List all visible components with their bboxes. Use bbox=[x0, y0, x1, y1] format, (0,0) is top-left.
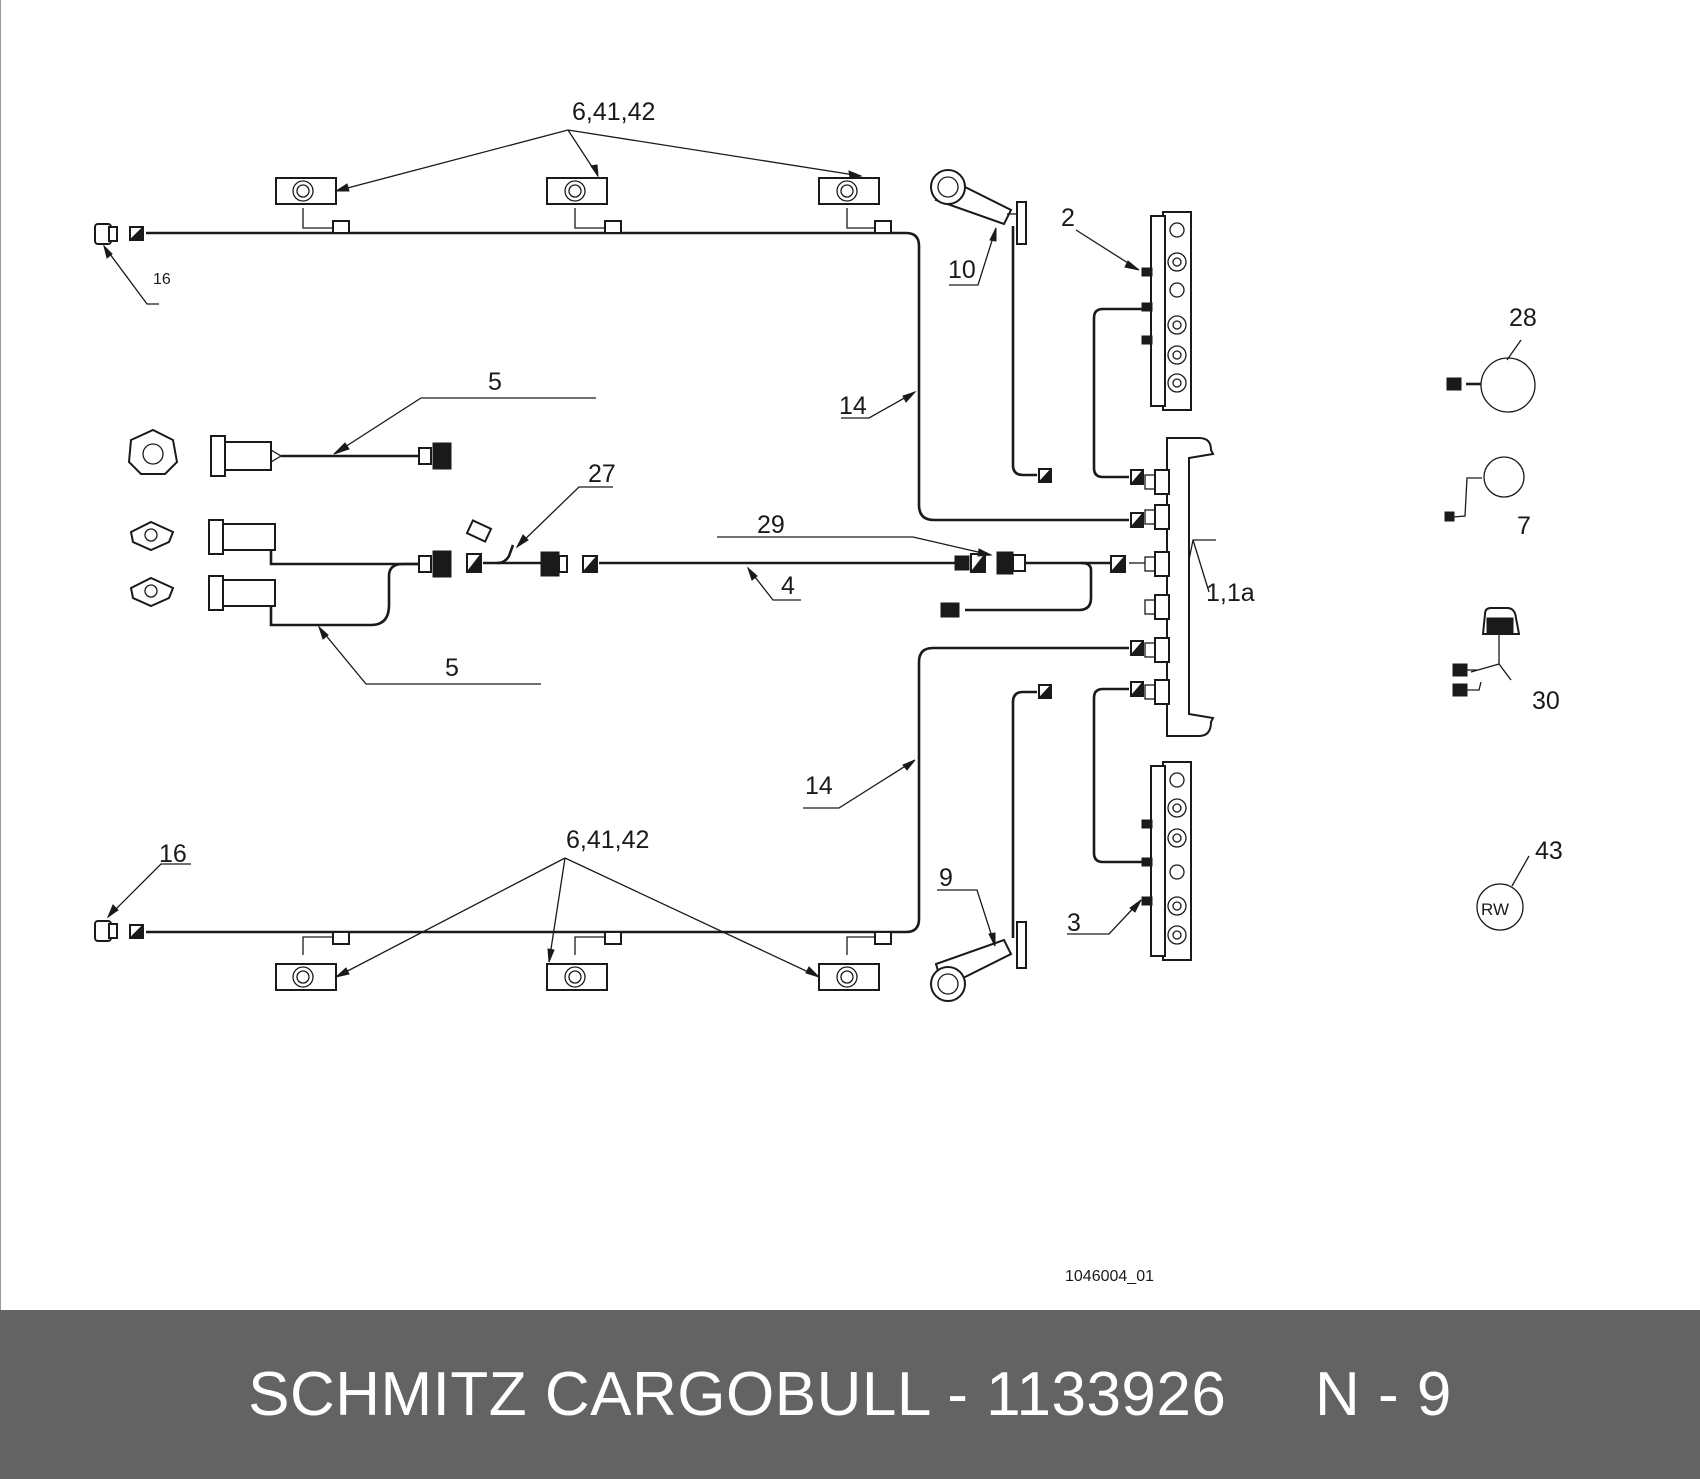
label-16-bottom: 16 bbox=[159, 840, 187, 868]
side-marker-lamp-top-2 bbox=[546, 177, 608, 205]
rear-combination-lamp-3 bbox=[1092, 680, 1192, 961]
adapter-27 bbox=[465, 519, 568, 577]
drawing-number: 1046004_01 bbox=[1065, 1268, 1154, 1285]
leader-29 bbox=[717, 536, 993, 557]
leader-6-41-42-bottom bbox=[334, 857, 820, 978]
outline-marker-lamp-10 bbox=[930, 169, 1052, 483]
leader-16-top bbox=[103, 244, 159, 305]
side-marker-lamp-bottom-3 bbox=[818, 963, 880, 991]
outline-marker-lamp-9 bbox=[930, 683, 1052, 1002]
leader-1-1a bbox=[1188, 539, 1216, 593]
footer-part-number: SCHMITZ CARGOBULL - 1133926 N - 9 bbox=[248, 1360, 1452, 1429]
side-marker-lamp-bottom-2 bbox=[546, 963, 608, 991]
footer-bar: SCHMITZ CARGOBULL - 1133926 N - 9 bbox=[0, 1310, 1700, 1479]
label-9: 9 bbox=[939, 864, 953, 892]
leader-6-41-42-top bbox=[334, 129, 863, 192]
leader-27 bbox=[515, 486, 613, 549]
label-3: 3 bbox=[1067, 909, 1081, 937]
wiring-diagram-svg: 6,41,42 16 10 bbox=[94, 98, 1563, 1285]
bulb-7 bbox=[1444, 456, 1525, 522]
label-5-bottom: 5 bbox=[445, 654, 459, 682]
label-27: 27 bbox=[588, 460, 616, 488]
wiring-diagram: 6,41,42 16 10 bbox=[0, 0, 1563, 1310]
label-43: 43 bbox=[1535, 837, 1563, 865]
label-7: 7 bbox=[1517, 512, 1531, 540]
end-cap-bottom bbox=[94, 920, 118, 942]
rear-combination-lamp-2 bbox=[1092, 211, 1192, 485]
label-30: 30 bbox=[1532, 687, 1560, 715]
label-14-bottom: 14 bbox=[805, 772, 833, 800]
leader-5-bottom bbox=[317, 625, 541, 685]
label-1-1a: 1,1a bbox=[1206, 579, 1255, 607]
main-cable-4 bbox=[581, 552, 986, 573]
top-side-marker-harness bbox=[128, 208, 1144, 528]
leader-28 bbox=[1506, 339, 1522, 361]
label-5-top: 5 bbox=[488, 368, 502, 396]
leader-2 bbox=[1075, 229, 1140, 271]
leader-16-bottom bbox=[106, 863, 191, 919]
leader-4 bbox=[746, 566, 801, 601]
label-2: 2 bbox=[1061, 204, 1075, 232]
label-6-41-42-bottom: 6,41,42 bbox=[566, 826, 649, 854]
license-plate-lamp-30 bbox=[1452, 607, 1521, 697]
label-16-top: 16 bbox=[153, 271, 171, 288]
socket-cable-5-lower bbox=[129, 519, 452, 627]
bottom-side-marker-harness bbox=[128, 639, 1144, 955]
rw-label-text: RW bbox=[1481, 900, 1509, 919]
leader-5-top bbox=[333, 397, 596, 455]
side-marker-lamp-top-3 bbox=[818, 177, 880, 205]
socket-cable-5-top bbox=[127, 428, 452, 477]
leader-14-top bbox=[841, 390, 917, 419]
leader-10 bbox=[949, 227, 997, 286]
leader-14-bottom bbox=[803, 759, 916, 809]
end-cap-top bbox=[94, 223, 118, 245]
label-28: 28 bbox=[1509, 304, 1537, 332]
side-marker-lamp-bottom-1 bbox=[275, 963, 337, 991]
junction-box-1-1a bbox=[1144, 437, 1215, 737]
label-6-41-42-top: 6,41,42 bbox=[572, 98, 655, 126]
side-marker-lamp-top-1 bbox=[275, 177, 337, 205]
label-29: 29 bbox=[757, 511, 785, 539]
rw-label-43 bbox=[1476, 855, 1530, 931]
leader-9 bbox=[937, 889, 996, 947]
label-10: 10 bbox=[948, 256, 976, 284]
cable-ring-28 bbox=[1446, 357, 1536, 413]
label-14-top: 14 bbox=[839, 392, 867, 420]
label-4: 4 bbox=[781, 572, 795, 600]
leader-3 bbox=[1067, 899, 1142, 935]
main-cable-29 bbox=[940, 551, 1145, 618]
